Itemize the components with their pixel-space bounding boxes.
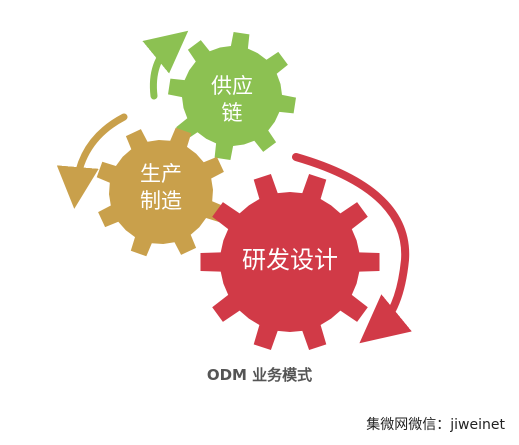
cycle-arrow-green (142, 30, 189, 100)
supply-chain-gear-shape (168, 32, 296, 160)
diagram-caption: ODM 业务模式 (206, 366, 313, 384)
manufacturing-label-line1: 生产 (140, 162, 182, 186)
cycle-arrow-gold (56, 113, 128, 209)
manufacturing-label-line2: 制造 (140, 189, 182, 213)
supply-chain-label-line2: 链 (222, 101, 243, 125)
rnd-design-label: 研发设计 (242, 246, 338, 274)
manufacturing-gear-shape (96, 127, 226, 257)
rnd-design-gear: 研发设计 (200, 174, 380, 350)
manufacturing-gear: 生产 制造 (96, 127, 226, 257)
rnd-design-gear-shape (200, 174, 380, 350)
cycle-arrow-red (292, 153, 412, 344)
source-credit: 集微网微信：jiweinet (366, 417, 505, 433)
supply-chain-gear: 供应 链 (168, 32, 296, 160)
supply-chain-label-line1: 供应 (211, 74, 253, 98)
